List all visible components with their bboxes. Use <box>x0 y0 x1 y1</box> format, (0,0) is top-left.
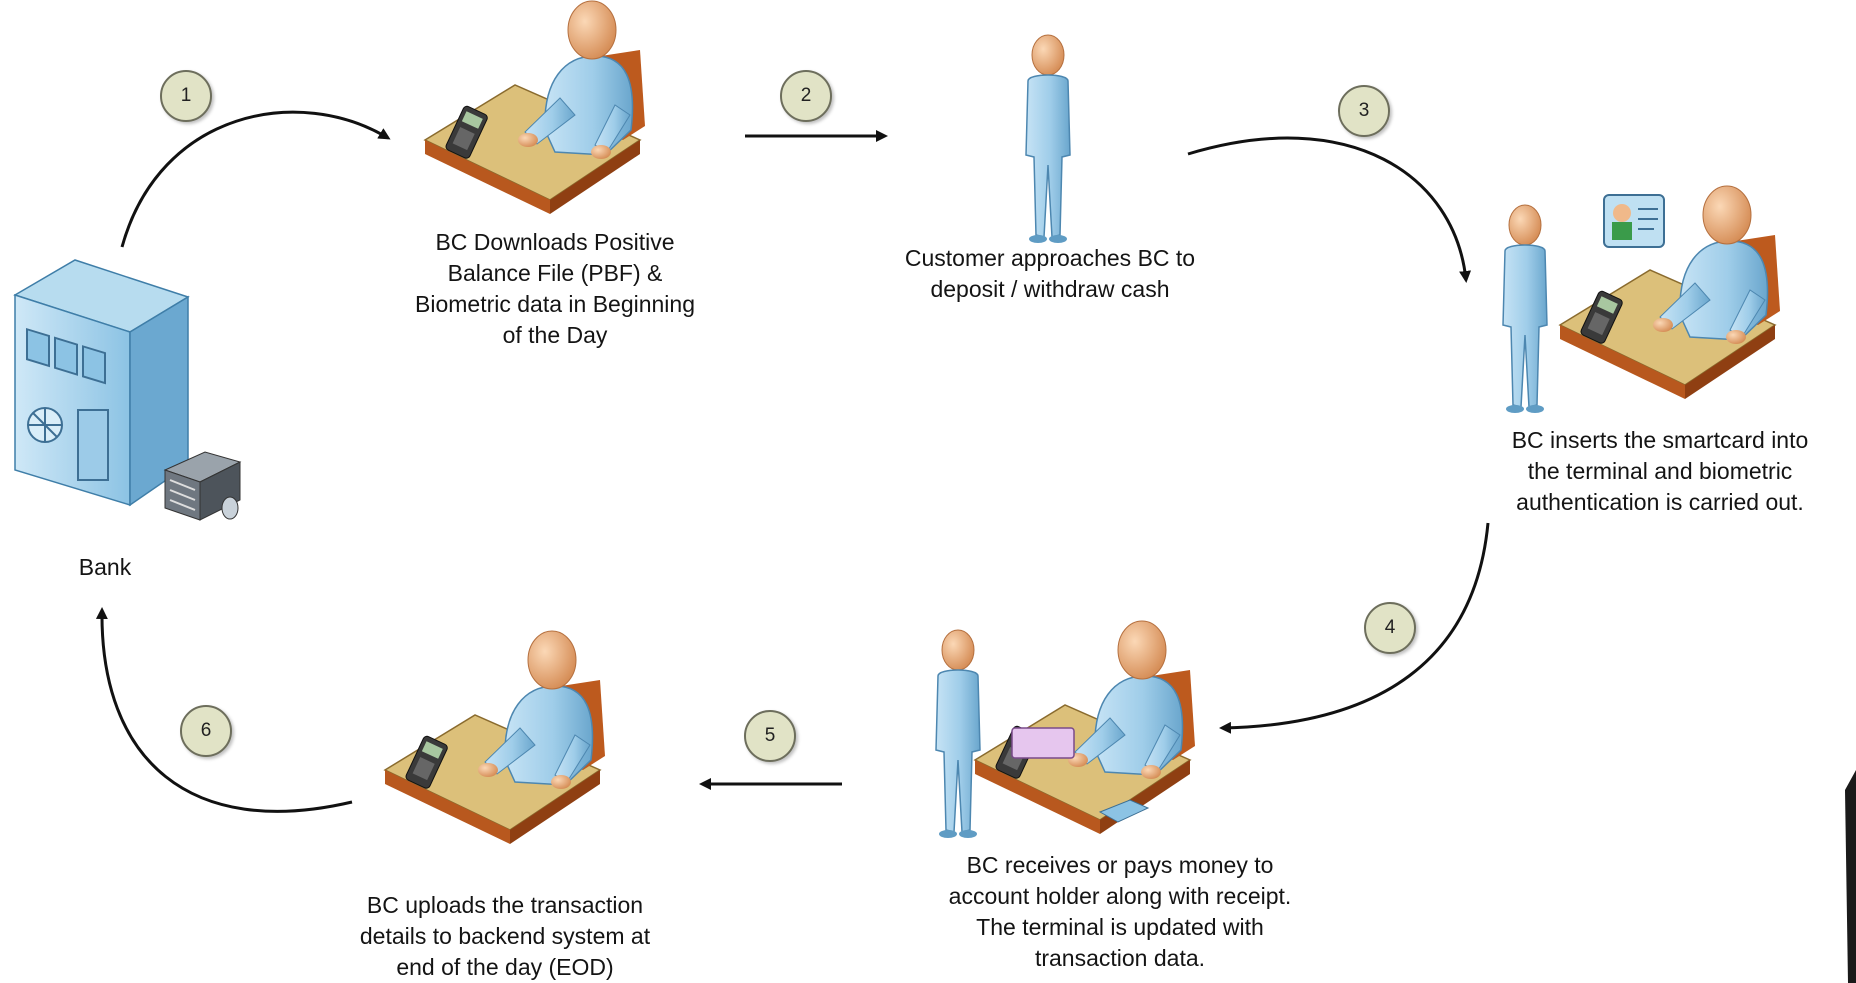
step-badge-2: 2 <box>780 70 832 122</box>
payment-caption: BC receives or pays money to account hol… <box>900 850 1340 974</box>
arrow-step-3 <box>1187 136 1472 283</box>
smartcard-caption-line: the terminal and biometric <box>1527 458 1793 484</box>
upload-caption: BC uploads the transaction details to ba… <box>330 890 680 983</box>
smartcard-caption: BC inserts the smartcard into the termin… <box>1475 425 1845 518</box>
download-caption-line: Biometric data in Beginning <box>415 291 695 317</box>
customer-caption-line: Customer approaches BC to <box>904 245 1196 271</box>
bc-desk-download-icon <box>424 0 646 215</box>
smartcard-caption-line: BC inserts the smartcard into <box>1511 427 1809 453</box>
download-caption-line: BC Downloads Positive <box>435 229 675 255</box>
payment-caption-line: BC receives or pays money to <box>966 852 1274 878</box>
bank-label: Bank <box>78 554 132 580</box>
download-caption-line: Balance File (PBF) & <box>447 260 663 286</box>
customer-caption-line: deposit / withdraw cash <box>930 276 1170 302</box>
payment-caption-line: The terminal is updated with <box>976 914 1264 940</box>
step-badge-3: 3 <box>1338 85 1390 137</box>
payment-caption-line: account holder along with receipt. <box>948 883 1292 909</box>
step-badge-4: 4 <box>1364 602 1416 654</box>
bc-payment-scene-icon <box>935 620 1196 839</box>
smartcard-caption-line: authentication is carried out. <box>1516 489 1804 515</box>
download-caption-line: of the Day <box>502 322 608 348</box>
upload-caption-line: end of the day (EOD) <box>396 954 614 980</box>
arrow-step-1 <box>120 110 391 248</box>
step-badge-5: 5 <box>744 710 796 762</box>
step-badge-6: 6 <box>180 705 232 757</box>
bc-smartcard-scene-icon <box>1502 185 1781 414</box>
customer-caption: Customer approaches BC to deposit / with… <box>880 243 1220 305</box>
arrow-step-4 <box>1219 522 1490 734</box>
upload-caption-line: details to backend system at <box>359 923 651 949</box>
customer-icon <box>1025 34 1071 244</box>
edge-decoration <box>1845 770 1856 983</box>
upload-caption-line: BC uploads the transaction <box>366 892 644 918</box>
download-caption: BC Downloads Positive Balance File (PBF)… <box>380 227 730 351</box>
bc-desk-upload-icon <box>384 630 606 845</box>
step-badge-1: 1 <box>160 70 212 122</box>
payment-caption-line: transaction data. <box>1034 945 1206 971</box>
arrow-step-6 <box>95 607 353 813</box>
bank-building-icon <box>13 259 242 521</box>
